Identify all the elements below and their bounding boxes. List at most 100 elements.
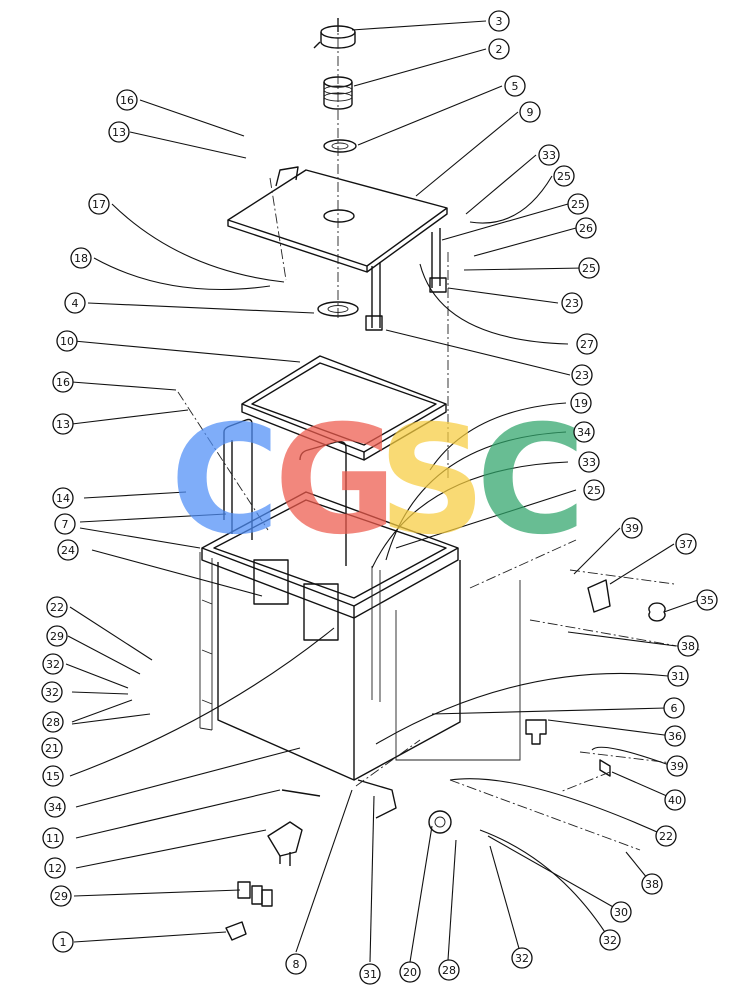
callout-32: 32 — [511, 947, 533, 969]
callout-number: 14 — [56, 492, 70, 505]
base-parts — [225, 579, 666, 941]
callout-20: 20 — [399, 961, 421, 983]
callout-number: 3 — [496, 15, 503, 28]
leader-lines — [65, 20, 699, 963]
callout-number: 28 — [442, 964, 456, 977]
callout-number: 33 — [542, 149, 556, 162]
callout-number: 25 — [587, 484, 601, 497]
logo-letter: G — [274, 394, 397, 568]
callout-29: 29 — [46, 625, 68, 647]
callout-number: 18 — [74, 252, 88, 265]
callout-number: 39 — [670, 760, 684, 773]
callout-number: 21 — [45, 742, 59, 755]
callout-number: 23 — [575, 369, 589, 382]
callout-number: 31 — [363, 968, 377, 981]
callout-bubbles: 3259161333252526251718234272310161913343… — [41, 10, 718, 985]
callout-number: 25 — [571, 198, 585, 211]
callout-number: 11 — [46, 832, 60, 845]
callout-25: 25 — [567, 193, 589, 215]
callout-number: 26 — [579, 222, 593, 235]
callout-39: 39 — [666, 755, 688, 777]
callout-31: 31 — [359, 963, 381, 985]
callout-9: 9 — [519, 101, 541, 123]
callout-22: 22 — [46, 596, 68, 618]
callout-26: 26 — [575, 217, 597, 239]
callout-number: 31 — [671, 670, 685, 683]
callout-3: 3 — [488, 10, 510, 32]
callout-number: 34 — [48, 801, 62, 814]
callout-number: 13 — [56, 418, 70, 431]
callout-number: 6 — [671, 702, 678, 715]
guide-lines — [177, 20, 701, 851]
callout-number: 32 — [515, 952, 529, 965]
callout-23: 23 — [561, 292, 583, 314]
callout-16: 16 — [52, 371, 74, 393]
callout-22: 22 — [655, 825, 677, 847]
callout-14: 14 — [52, 487, 74, 509]
callout-number: 25 — [557, 170, 571, 183]
callout-number: 39 — [625, 522, 639, 535]
callout-number: 24 — [61, 544, 75, 557]
callout-12: 12 — [44, 857, 66, 879]
callout-number: 29 — [50, 630, 64, 643]
callout-32: 32 — [41, 681, 63, 703]
callout-18: 18 — [70, 247, 92, 269]
callout-number: 5 — [512, 80, 519, 93]
callout-15: 15 — [42, 765, 64, 787]
callout-number: 32 — [45, 686, 59, 699]
callout-21: 21 — [41, 737, 63, 759]
callout-number: 37 — [679, 538, 693, 551]
callout-number: 9 — [527, 106, 534, 119]
callout-number: 17 — [92, 198, 106, 211]
callout-number: 12 — [48, 862, 62, 875]
callout-number: 40 — [668, 794, 682, 807]
callout-number: 4 — [72, 297, 79, 310]
callout-number: 33 — [582, 456, 596, 469]
callout-4: 4 — [64, 292, 86, 314]
callout-33: 33 — [538, 144, 560, 166]
logo-letter: S — [378, 394, 486, 568]
callout-23: 23 — [571, 364, 593, 386]
callout-number: 13 — [112, 126, 126, 139]
callout-16: 16 — [116, 89, 138, 111]
callout-number: 10 — [60, 335, 74, 348]
callout-27: 27 — [576, 333, 598, 355]
callout-number: 34 — [577, 426, 591, 439]
callout-number: 2 — [496, 43, 503, 56]
callout-25: 25 — [553, 165, 575, 187]
callout-number: 36 — [668, 730, 682, 743]
callout-32: 32 — [42, 653, 64, 675]
logo-letter: C — [476, 394, 586, 568]
cabinet-part — [199, 418, 521, 781]
callout-number: 22 — [50, 601, 64, 614]
callout-number: 32 — [603, 934, 617, 947]
callout-17: 17 — [88, 193, 110, 215]
callout-number: 28 — [46, 716, 60, 729]
callout-28: 28 — [438, 959, 460, 981]
callout-31: 31 — [667, 665, 689, 687]
callout-35: 35 — [696, 589, 718, 611]
callout-33: 33 — [578, 451, 600, 473]
callout-number: 23 — [565, 297, 579, 310]
callout-number: 20 — [403, 966, 417, 979]
callout-39: 39 — [621, 517, 643, 539]
callout-34: 34 — [573, 421, 595, 443]
callout-number: 35 — [700, 594, 714, 607]
callout-11: 11 — [42, 827, 64, 849]
callout-1: 1 — [52, 931, 74, 953]
callout-5: 5 — [504, 75, 526, 97]
callout-25: 25 — [583, 479, 605, 501]
callout-8: 8 — [285, 953, 307, 975]
callout-36: 36 — [664, 725, 686, 747]
callout-number: 15 — [46, 770, 60, 783]
logo-letter: C — [170, 394, 280, 568]
callout-number: 19 — [574, 397, 588, 410]
lid-part — [227, 166, 448, 331]
callout-25: 25 — [578, 257, 600, 279]
callout-28: 28 — [42, 711, 64, 733]
callout-number: 7 — [62, 518, 69, 531]
callout-29: 29 — [50, 885, 72, 907]
callout-6: 6 — [663, 697, 685, 719]
callout-24: 24 — [57, 539, 79, 561]
